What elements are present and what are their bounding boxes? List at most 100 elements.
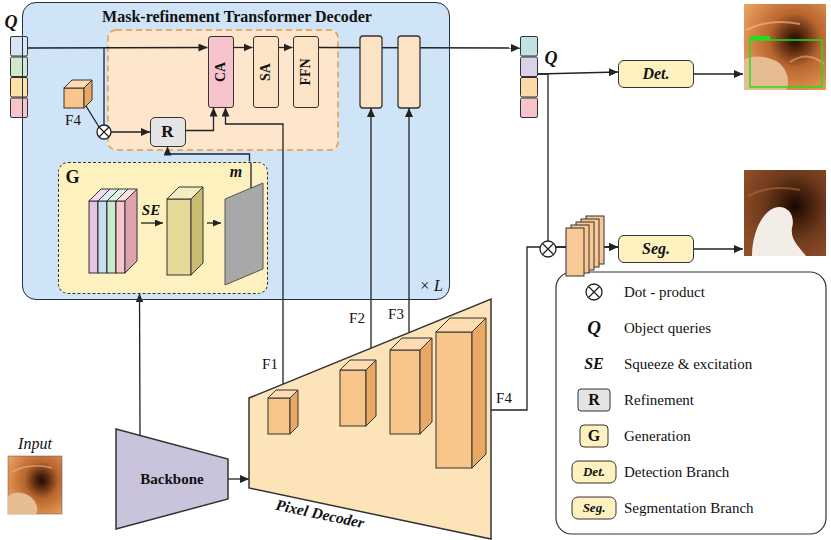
dot-product-wires-part [86, 106, 99, 127]
detection-output-image-part [746, 22, 800, 30]
dot-product-symbol-part [540, 241, 556, 257]
connector [279, 47, 293, 48]
pixel-decoder-trapezoid-shape-part [340, 370, 366, 426]
pixel-decoder-trapezoid: Pixel Decoder [248, 298, 492, 540]
legend-dot-product-symbol-part [589, 287, 600, 298]
input-image-text: Input [18, 435, 52, 453]
generation-box-shape-part [191, 187, 203, 275]
connector [186, 108, 214, 131]
pixel-decoder-trapezoid-shape-part [268, 398, 290, 434]
mask-feature-stack [566, 216, 604, 276]
detection-output-image-part [744, 4, 826, 90]
input-image-shape-part [8, 456, 62, 514]
f4-feature-cube-part [64, 88, 84, 108]
decoder-panel: Mask-refinement Transformer DecoderCA SA F… [22, 2, 450, 300]
dot-product-wires-part [111, 131, 150, 132]
mask-feature-stack-part [566, 228, 584, 276]
pixel-decoder-trapezoid-shape-part [290, 390, 298, 434]
legend-symbol: R [588, 391, 600, 409]
generation-box-shape-part [89, 201, 98, 273]
connector [538, 72, 618, 74]
generation-box-shape-part [141, 222, 163, 223]
feed-forward-box: FFN [293, 36, 319, 108]
legend-segmentation-sample [572, 497, 616, 519]
legend-symbol: Det. [583, 464, 605, 480]
detection-output-image-part [790, 56, 824, 64]
feature-label: F4 [65, 112, 81, 129]
connector [228, 478, 249, 479]
output-arrow-part [694, 73, 743, 74]
connector [538, 74, 618, 247]
f4-feature-cube-part [84, 80, 92, 108]
feature-wire [371, 108, 409, 360]
generation-box-shape-part [125, 189, 137, 273]
backbone-trapezoid: Backbone [115, 428, 229, 530]
query-stack: Q [520, 36, 538, 118]
generation-box-shape-part [107, 201, 116, 273]
query-stack-shape-part [11, 78, 28, 98]
dot-product-symbol-part [543, 244, 554, 255]
pixel-decoder-trapezoid-shape-part [420, 338, 432, 434]
legend-text: Generation [624, 428, 691, 445]
pixel-decoder-trapezoid-shape-part [249, 299, 491, 539]
legend-refinement-sample [578, 389, 610, 411]
legend-dot-product-symbol [586, 284, 602, 300]
backbone-trapezoid-shape-part [116, 429, 228, 529]
output-arrow-part [694, 248, 743, 249]
query-stack-shape-part [521, 37, 538, 57]
segmentation-branch-box: Seg. [618, 235, 694, 263]
dot-product-symbol [540, 241, 556, 257]
detection-output-image-part [750, 40, 822, 87]
input-image-shape [8, 456, 62, 514]
input-image: Input [8, 456, 62, 514]
connector [28, 47, 208, 49]
connector [226, 108, 284, 391]
feed-forward-box-text: FFN [298, 58, 314, 85]
legend-symbol: Seg. [583, 500, 606, 516]
detection-output-image-part [750, 36, 770, 40]
input-image-shape-part [12, 466, 52, 472]
legend-text: Dot - product [624, 284, 705, 301]
pixel-decoder-trapezoid-shape-part [390, 350, 420, 434]
query-stack-text: Q [5, 12, 18, 33]
refinement-box: R [150, 117, 186, 147]
legend-text: Refinement [624, 392, 694, 409]
generation-box-text: G [65, 166, 79, 187]
pixel-decoder-trapezoid-shape-part [366, 360, 376, 426]
cross-attention-box: CA [208, 36, 234, 108]
legend-box [556, 272, 826, 534]
query-stack-text: Q [545, 48, 558, 69]
decoder-panel-fill [22, 2, 450, 300]
segmentation-output-image-part [744, 170, 826, 256]
legend-symbol: Q [587, 317, 601, 339]
dot-product-wires [86, 48, 150, 132]
f4-feature-cube [64, 80, 92, 108]
query-stack-shape-part [11, 37, 28, 57]
feature-label: F2 [349, 310, 365, 327]
generation-box-shape-part [207, 222, 221, 223]
decoder-layer-box-part [360, 36, 382, 108]
detection-branch-box: Det. [618, 60, 694, 88]
dot-product-symbol [97, 125, 111, 139]
legend-symbol: G [588, 427, 600, 445]
self-attention-box-text: SA [258, 63, 274, 81]
query-stack-shape [520, 36, 538, 118]
query-stack-shape-part [521, 98, 538, 118]
query-stack-shape-part [521, 57, 538, 77]
dot-product-wires-part [103, 48, 104, 125]
pixel-decoder-trapezoid-shape-part [472, 318, 486, 468]
decoder-layer-box [360, 36, 420, 108]
operation-label: SE [142, 202, 160, 219]
decoder-panel-text: Mask-refinement Transformer Decoder [102, 8, 372, 26]
segmentation-branch-box-text: Seg. [642, 240, 670, 258]
generation-box: G [58, 162, 268, 294]
legend-symbol: SE [584, 355, 604, 373]
segmentation-output-image [744, 170, 826, 256]
generation-box-shape-part [225, 183, 263, 285]
query-stack-shape-part [11, 57, 28, 77]
dot-product-symbol-part [99, 127, 109, 137]
segmentation-output-image-part [752, 207, 806, 256]
connector [139, 294, 141, 436]
feature-label: F3 [388, 306, 404, 323]
